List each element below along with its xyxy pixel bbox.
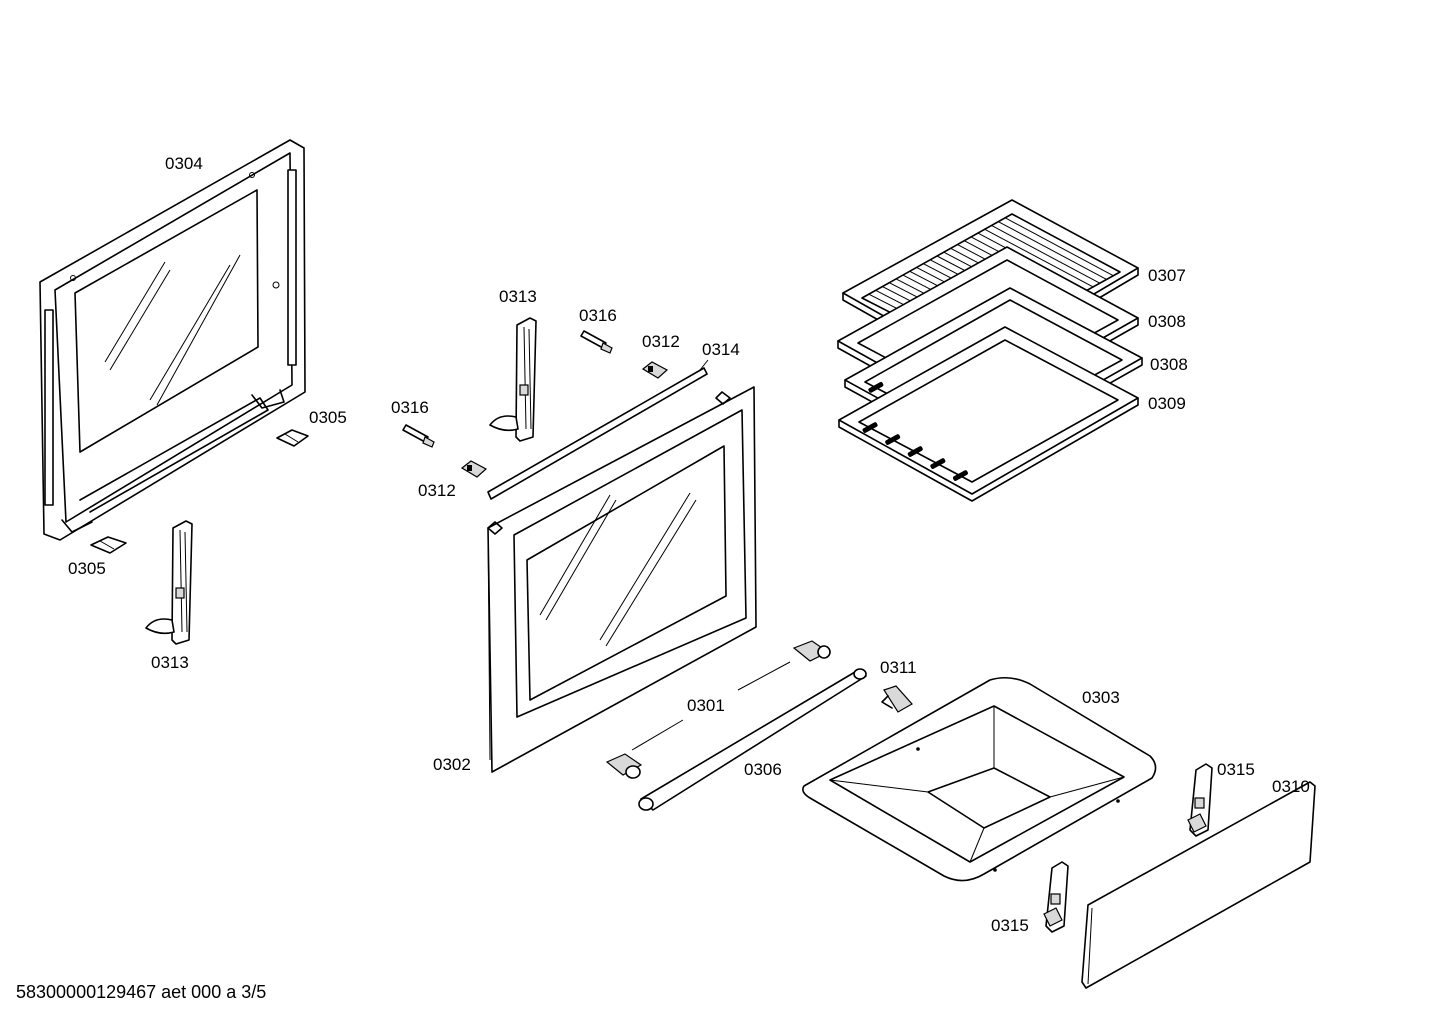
tray-slot (862, 422, 878, 433)
tray-slot (930, 458, 946, 469)
baking-tray-0309 (838, 326, 1139, 502)
label-0312-lower: 0312 (418, 481, 456, 500)
label-0313-right: 0313 (499, 287, 537, 306)
hinge-plate-0305-upper (276, 429, 309, 447)
label-0311: 0311 (880, 658, 917, 677)
label-0316-upper: 0316 (579, 306, 617, 325)
label-0313-left: 0313 (151, 653, 189, 672)
label-0308-upper: 0308 (1148, 312, 1186, 331)
handle-bracket-0306-upper (792, 640, 831, 662)
hinge-plate-0305-lower (90, 536, 127, 554)
label-0308-lower: 0308 (1150, 355, 1188, 374)
label-0303: 0303 (1082, 688, 1120, 707)
label-0314: 0314 (702, 340, 740, 359)
tray-slot (868, 382, 884, 393)
pin-0316-upper (580, 330, 613, 354)
drawer-bracket-0315-lower (1043, 861, 1069, 933)
label-0307: 0307 (1148, 266, 1186, 285)
handle-bracket-0306-lower (605, 753, 643, 779)
seal-strip-0314 (487, 359, 709, 500)
rack-bar (1011, 213, 1121, 273)
handle-0301 (631, 661, 867, 811)
label-0316-lower: 0316 (391, 398, 429, 417)
pin-0316-lower (402, 424, 435, 448)
rack-bar (984, 228, 1094, 288)
label-0304: 0304 (165, 154, 203, 173)
bracket-0311 (881, 685, 913, 713)
document-id-footer: 58300000129467 aet 000 a 3/5 (16, 982, 267, 1002)
label-0305-lower: 0305 (68, 559, 106, 578)
clip-0312-upper (641, 361, 669, 379)
rack-bar (1004, 217, 1114, 277)
outer-door-0302 (487, 386, 757, 773)
inner-door-frame-0304 (39, 139, 306, 541)
rack-bar (998, 221, 1107, 280)
label-0310: 0310 (1272, 777, 1310, 796)
label-0305-upper: 0305 (309, 408, 347, 427)
label-0315-upper: 0315 (1217, 760, 1255, 779)
label-0306: 0306 (744, 760, 782, 779)
tray-slot (952, 470, 968, 481)
label-0312-upper: 0312 (642, 332, 680, 351)
clip-0312-lower (460, 460, 488, 478)
drawer-front-0310 (1081, 781, 1316, 989)
rack-bar (991, 225, 1101, 284)
label-0315-lower: 0315 (991, 916, 1029, 935)
drawer-tray-0303 (802, 676, 1157, 882)
tray-slot (907, 446, 923, 457)
label-0301: 0301 (687, 696, 725, 715)
drawer-bracket-0315-upper (1187, 763, 1213, 837)
label-0309: 0309 (1148, 394, 1186, 413)
label-0302: 0302 (433, 755, 471, 774)
tray-slot (885, 434, 901, 445)
hinge-0313-left (145, 520, 193, 645)
hinge-0313-right (489, 317, 537, 442)
